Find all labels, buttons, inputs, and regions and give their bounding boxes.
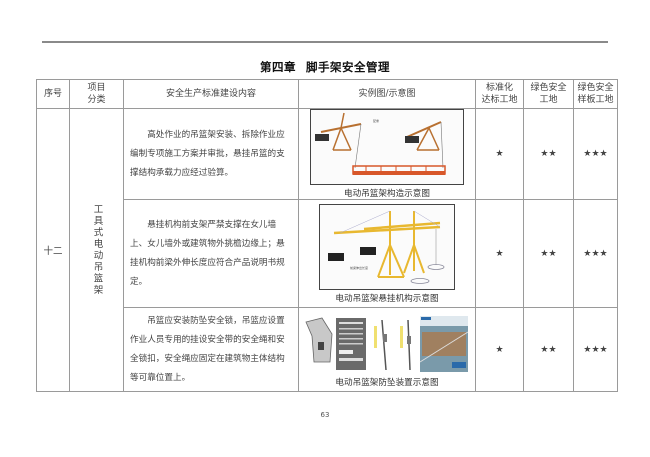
table-row: 十二 工具式电动吊篮架 高处作业的吊篮架安装、拆除作业应编制专项施工方案并审批，… <box>36 108 618 392</box>
example-cell: 前梁伸出长度 电动吊篮架悬挂机构示意图 <box>298 199 476 308</box>
table-row: 悬挂机构前支架严禁支撑在女儿墙上、女儿墙外或建筑物外挑檐边缘上；悬挂机构前梁外伸… <box>37 199 618 308</box>
chapter-number: 第四章 <box>260 60 296 74</box>
model-rating: ★★★ <box>573 199 618 308</box>
header-example: 实例图/示意图 <box>298 79 476 109</box>
header-seq: 序号 <box>36 79 70 109</box>
gondola-structure-image: 配重 <box>310 109 464 185</box>
header-category: 项目分类 <box>69 79 124 109</box>
example-cell: 配重 电动吊篮架构造示意图 <box>298 108 476 200</box>
header-model: 绿色安全样板工地 <box>573 79 618 109</box>
category-cell: 工具式电动吊篮架 <box>69 108 124 392</box>
green-rating: ★★ <box>523 307 574 392</box>
model-rating: ★★★ <box>573 108 618 200</box>
content-cell: 吊篮应安装防坠安全锁，吊篮应设置作业人员专用的挂设安全带的安全绳和安全锁扣，安全… <box>123 307 299 392</box>
suspension-mechanism-image: 前梁伸出长度 <box>319 203 455 290</box>
figure-caption: 电动吊篮架悬挂机构示意图 <box>335 293 439 304</box>
model-rating: ★★★ <box>573 307 618 392</box>
standards-table: 序号 项目分类 安全生产标准建设内容 实例图/示意图 标准化达标工地 绿色安全工… <box>36 79 618 392</box>
header-standard: 标准化达标工地 <box>475 79 524 109</box>
svg-text:配重: 配重 <box>373 118 379 123</box>
fall-arrest-device-image <box>302 311 472 374</box>
page-number: 63 <box>320 411 330 419</box>
standard-rating: ★ <box>475 199 524 308</box>
example-cell: 电动吊篮架防坠装置示意图 <box>298 307 476 392</box>
table-row: 吊篮应安装防坠安全锁，吊篮应设置作业人员专用的挂设安全带的安全绳和安全锁扣，安全… <box>37 307 618 392</box>
figure-caption: 电动吊篮架构造示意图 <box>344 189 430 199</box>
green-rating: ★★ <box>523 108 574 200</box>
standard-rating: ★ <box>475 108 524 200</box>
header-content: 安全生产标准建设内容 <box>123 79 299 109</box>
content-cell: 悬挂机构前支架严禁支撑在女儿墙上、女儿墙外或建筑物外挑檐边缘上；悬挂机构前梁外伸… <box>123 199 299 308</box>
chapter-name: 脚手架安全管理 <box>306 60 390 74</box>
standard-rating: ★ <box>475 307 524 392</box>
svg-text:前梁伸出长度: 前梁伸出长度 <box>350 265 368 270</box>
seq-cell: 十二 <box>36 108 70 392</box>
chapter-title: 第四章脚手架安全管理 <box>0 59 650 75</box>
green-rating: ★★ <box>523 199 574 308</box>
header-rule <box>42 41 608 43</box>
header-row: 序号 项目分类 安全生产标准建设内容 实例图/示意图 标准化达标工地 绿色安全工… <box>36 79 618 109</box>
header-green: 绿色安全工地 <box>523 79 574 109</box>
figure-caption: 电动吊篮架防坠装置示意图 <box>335 377 439 388</box>
content-cell: 高处作业的吊篮架安装、拆除作业应编制专项施工方案并审批，悬挂吊篮的支撑结构承载力… <box>123 108 299 200</box>
